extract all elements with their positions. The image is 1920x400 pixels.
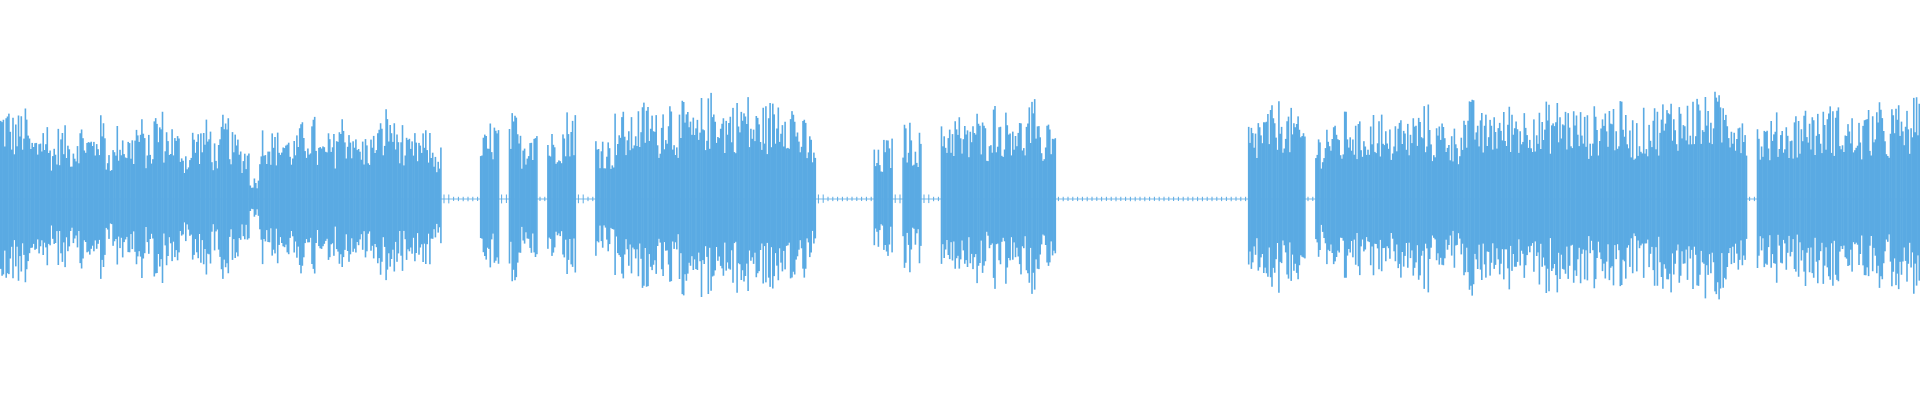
waveform-bars — [0, 91, 1920, 300]
